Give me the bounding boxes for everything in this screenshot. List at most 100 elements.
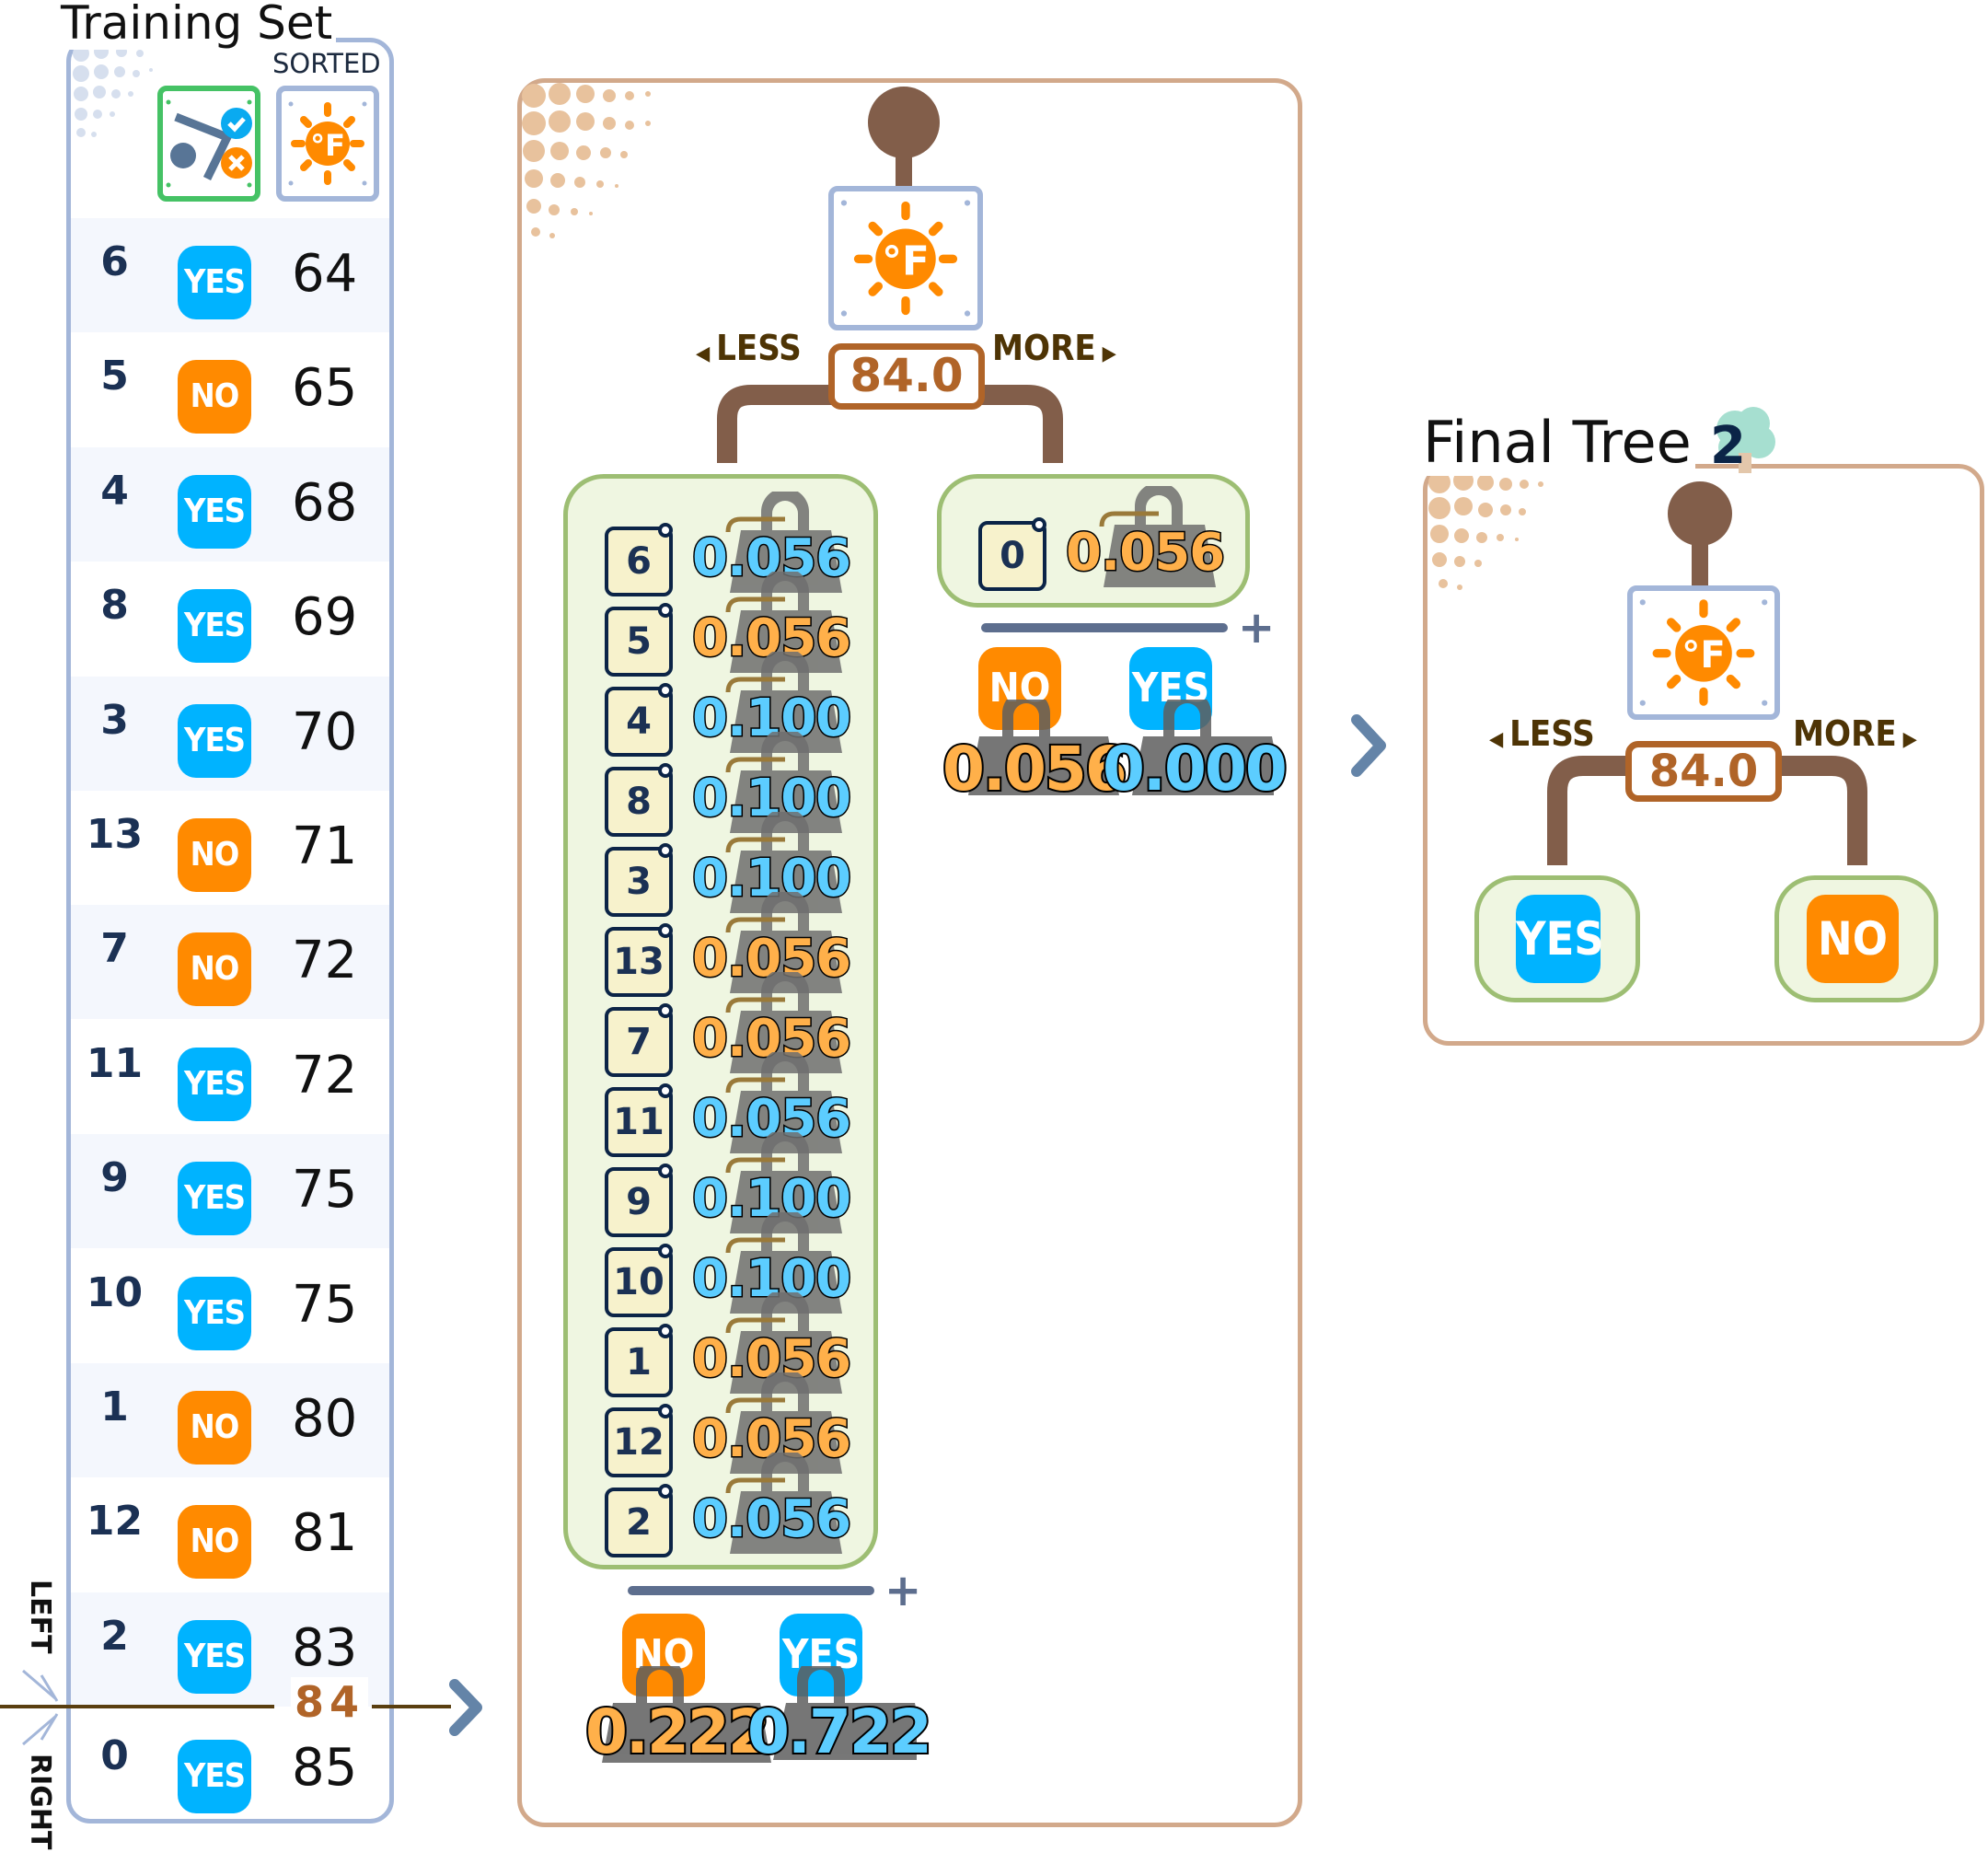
column-header-temperature[interactable]: °F [276, 86, 379, 202]
weight-icon [725, 492, 842, 593]
left-total-yes-badge: YES [780, 1614, 862, 1696]
split-value: 84 [291, 1677, 369, 1727]
row-label-badge: YES [178, 1162, 251, 1236]
row-temperature: 72 [292, 1045, 358, 1106]
tree-root-knob [868, 87, 940, 158]
temperature-fahrenheit-icon: °F [1639, 599, 1768, 706]
row-label-badge: YES [178, 703, 251, 778]
sum-line [981, 623, 1228, 632]
final-less-direction: ◀ LESS [1489, 713, 1595, 754]
row-label-badge: NO [178, 360, 251, 434]
row-label-badge: NO [178, 818, 251, 892]
row-temperature: 72 [292, 931, 358, 991]
temperature-fahrenheit-icon: °F [840, 200, 971, 317]
tree-icon [1716, 407, 1775, 473]
row-temperature: 69 [292, 587, 358, 648]
tag-ring-icon [658, 683, 673, 698]
weight-icon [725, 892, 842, 993]
weight-icon [725, 1372, 842, 1474]
sample-index-tag: 2 [605, 1488, 673, 1557]
sample-weight: 0.056 [690, 1488, 852, 1551]
split-feature-node[interactable]: °F [828, 186, 983, 330]
row-temperature: 64 [292, 244, 358, 304]
total-weight-shapes [602, 1666, 917, 1763]
final-split-feature-node[interactable]: °F [1627, 585, 1780, 720]
weight-icon [725, 1292, 842, 1394]
table-row[interactable]: 3 YES 70 [71, 676, 389, 791]
row-index: 4 [100, 467, 129, 515]
tag-ring-icon [658, 1083, 673, 1098]
split-line [0, 1705, 274, 1708]
less-direction: ◀ LESS [696, 328, 802, 368]
sum-line [628, 1586, 874, 1595]
sample-index-tag: 8 [605, 767, 673, 837]
tag-ring-icon [658, 1164, 673, 1178]
sample-index-tag: 5 [605, 607, 673, 677]
row-index: 13 [86, 811, 144, 858]
row-temperature: 85 [292, 1738, 358, 1799]
row-temperature: 68 [292, 472, 358, 533]
final-right-leaf[interactable]: NO [1774, 875, 1938, 1002]
split-line [372, 1705, 451, 1708]
left-side-label: LEFT [24, 1580, 56, 1654]
tree-root-knob [1668, 481, 1732, 546]
weight-icon [725, 1132, 842, 1233]
column-header-label[interactable] [157, 86, 260, 202]
sample-index-tag: 6 [605, 527, 673, 596]
row-index: 7 [100, 925, 129, 973]
weight-icon [725, 572, 842, 673]
row-temperature: 80 [292, 1389, 358, 1449]
sample-weight: 0.056 [1064, 522, 1226, 585]
threshold-value[interactable]: 84.0 [828, 343, 985, 410]
left-caret-icon: ◀ [696, 342, 717, 365]
more-direction: MORE ▶ [992, 328, 1116, 368]
total-weight-shapes [968, 700, 1274, 795]
svg-text:°F: °F [882, 237, 930, 284]
right-caret-icon: ▶ [1896, 728, 1917, 751]
tag-ring-icon [658, 1404, 673, 1418]
sample-index-tag: 10 [605, 1247, 673, 1317]
weight-icon [725, 1052, 842, 1153]
sample-index-tag: 13 [605, 927, 673, 997]
right-side-label: RIGHT [24, 1754, 56, 1850]
svg-text:°F: °F [310, 128, 345, 163]
row-index: 3 [100, 696, 129, 744]
weight-icon [725, 972, 842, 1073]
label-yes-no-icon [166, 99, 252, 188]
row-temperature: 81 [292, 1503, 358, 1564]
tree-stem [1692, 538, 1708, 586]
left-caret-icon: ◀ [1489, 728, 1510, 751]
left-total-no-weight: 0.222 [584, 1695, 772, 1769]
training-set-title: Training Set [57, 0, 337, 50]
row-temperature: 70 [292, 701, 358, 762]
less-label: LESS [1509, 713, 1595, 754]
split-marker-icon [22, 1669, 59, 1746]
sample-index-tag: 1 [605, 1327, 673, 1397]
row-label-badge: YES [178, 1047, 251, 1121]
final-left-leaf-label: YES [1516, 895, 1604, 983]
row-label-badge: NO [178, 1505, 251, 1580]
final-threshold-value[interactable]: 84.0 [1625, 741, 1782, 802]
final-left-leaf[interactable]: YES [1474, 875, 1640, 1002]
row-index: 5 [100, 353, 129, 400]
tag-ring-icon [658, 1003, 673, 1018]
